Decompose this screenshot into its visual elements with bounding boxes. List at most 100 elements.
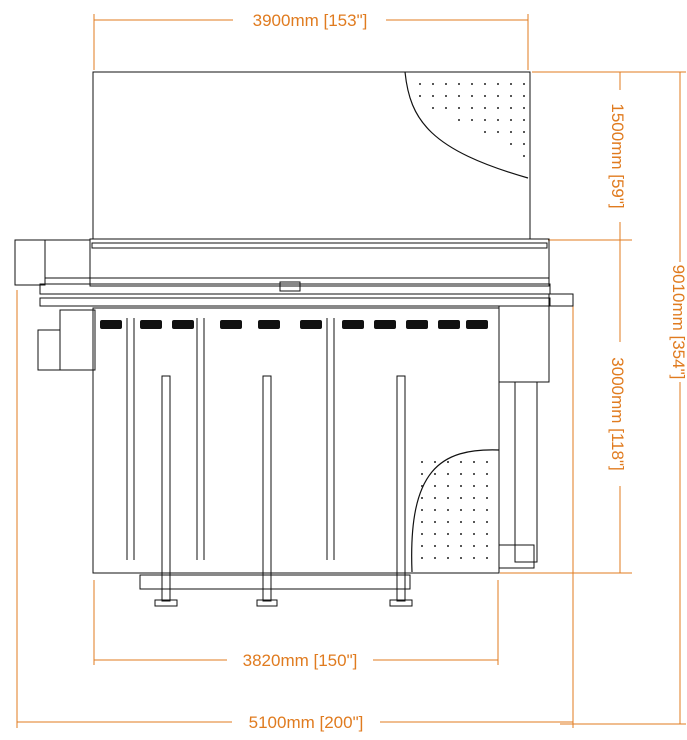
perforation-dot	[458, 107, 460, 109]
perforation-dot	[523, 143, 525, 145]
dimension-labels: 3900mm [153"] 1500mm [59"] 3000mm [118"]…	[243, 11, 687, 732]
perforation-dot	[458, 95, 460, 97]
perforation-dot	[460, 485, 462, 487]
perforation-dot	[473, 545, 475, 547]
dim-label-front-section: 1500mm [59"]	[608, 103, 627, 208]
perforation-dot	[460, 473, 462, 475]
perforation-dot	[434, 557, 436, 559]
bottom-frame	[139, 574, 411, 590]
perforation-dot	[484, 119, 486, 121]
perforation-dot	[497, 95, 499, 97]
perforation-dot	[434, 533, 436, 535]
perforation-dot	[460, 509, 462, 511]
machine-outline	[14, 71, 574, 607]
perforation-dot	[421, 545, 423, 547]
perforation-dot	[486, 545, 488, 547]
perforation-dot	[460, 545, 462, 547]
perforation-dot	[447, 485, 449, 487]
perforation-dot	[473, 533, 475, 535]
dim-label-top-width: 3900mm [153"]	[253, 11, 368, 30]
perforation-dot	[484, 83, 486, 85]
perforation-dot	[486, 485, 488, 487]
perforation-dot	[510, 83, 512, 85]
front-perforated-curve	[404, 71, 529, 179]
left-drive-box	[59, 309, 96, 371]
perforation-dot	[421, 497, 423, 499]
support-post	[262, 375, 272, 602]
perforation-dot	[447, 557, 449, 559]
perforation-dot	[497, 107, 499, 109]
suction-pad	[140, 320, 162, 329]
perforation-dot	[419, 83, 421, 85]
perforation-dot	[471, 95, 473, 97]
perforation-dot	[486, 461, 488, 463]
perforation-dot	[419, 95, 421, 97]
perforation-dot	[432, 95, 434, 97]
perforation-dot	[471, 83, 473, 85]
support-foot	[154, 599, 178, 607]
perforation-dot	[497, 83, 499, 85]
perforation-dot	[484, 95, 486, 97]
perforation-dot	[458, 119, 460, 121]
dim-label-table-section: 3000mm [118"]	[608, 357, 627, 470]
perforation-dot	[460, 461, 462, 463]
left-drive-box-2	[37, 329, 61, 371]
front-extension-table	[92, 71, 531, 240]
suction-pad	[300, 320, 322, 329]
perforation-dot	[445, 107, 447, 109]
dim-label-total-length: 9010mm [354"]	[669, 265, 687, 380]
suction-pad	[406, 320, 428, 329]
perforation-dot	[471, 107, 473, 109]
perforation-dot	[421, 461, 423, 463]
suction-pad	[374, 320, 396, 329]
suction-pad	[466, 320, 488, 329]
perforation-dot	[473, 557, 475, 559]
perforation-dot	[486, 521, 488, 523]
right-side-rail	[514, 381, 538, 563]
tool-head	[279, 281, 301, 292]
perforation-dot	[460, 521, 462, 523]
perforation-dot	[523, 155, 525, 157]
perforation-dot	[486, 533, 488, 535]
perforation-dot	[486, 473, 488, 475]
perforation-dot	[421, 485, 423, 487]
perforation-dot	[447, 461, 449, 463]
right-side-unit	[498, 305, 550, 383]
perforation-dot	[473, 473, 475, 475]
right-lower-box	[498, 544, 535, 569]
perforation-dots	[419, 83, 525, 559]
perforation-dot	[460, 533, 462, 535]
perforation-dot	[486, 497, 488, 499]
perforation-dot	[434, 461, 436, 463]
suction-pad	[438, 320, 460, 329]
left-control-unit	[14, 239, 46, 286]
perforation-dot	[473, 485, 475, 487]
perforation-dot	[447, 545, 449, 547]
perforation-dot	[486, 509, 488, 511]
perforation-dot	[445, 95, 447, 97]
perforation-dot	[510, 131, 512, 133]
gantry-right-end	[548, 293, 574, 307]
perforation-dot	[434, 473, 436, 475]
perforation-dot	[447, 509, 449, 511]
support-post	[161, 375, 171, 602]
perforation-dot	[523, 83, 525, 85]
perforation-dot	[434, 485, 436, 487]
perforation-dot	[497, 131, 499, 133]
dim-label-table-width: 3820mm [150"]	[243, 651, 358, 670]
suction-pad	[172, 320, 194, 329]
perforation-dot	[434, 509, 436, 511]
suction-pad	[258, 320, 280, 329]
perforation-dot	[497, 119, 499, 121]
perforation-dot	[523, 95, 525, 97]
perforation-dot	[473, 521, 475, 523]
perforation-dot	[447, 533, 449, 535]
perforation-dot	[421, 473, 423, 475]
perforation-dot	[460, 497, 462, 499]
perforation-dot	[421, 533, 423, 535]
conveyor-table	[92, 307, 500, 574]
gantry-beam	[39, 283, 551, 295]
gantry-beam-lower	[39, 297, 551, 307]
perforation-dot	[523, 119, 525, 121]
perforation-dot	[484, 107, 486, 109]
